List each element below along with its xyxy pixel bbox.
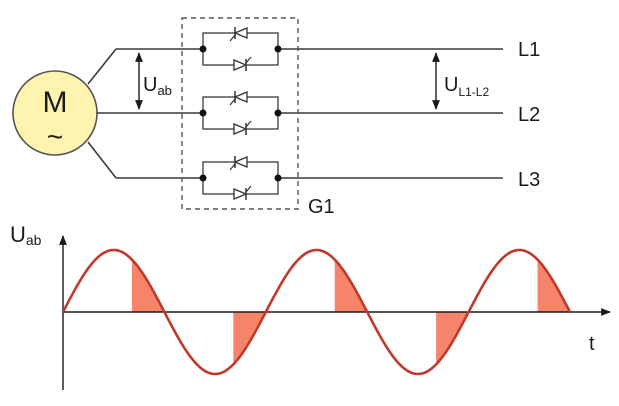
motor-leads bbox=[87, 48, 117, 179]
node-dot bbox=[274, 174, 282, 182]
thyristor-icon bbox=[233, 185, 252, 200]
thyristor-pair-l2 bbox=[199, 91, 282, 135]
thyristor-pair-l3 bbox=[199, 156, 282, 200]
motor-ac-symbol: ~ bbox=[47, 121, 63, 152]
line-label-l3: L3 bbox=[518, 169, 540, 191]
ul1l2-sub: L1-L2 bbox=[458, 85, 489, 99]
sine-wave bbox=[61, 248, 572, 376]
lead-l3 bbox=[87, 141, 117, 179]
motor-label: M bbox=[43, 86, 68, 119]
node-dot bbox=[199, 109, 207, 117]
y-axis-sub: ab bbox=[26, 232, 42, 248]
node-dot bbox=[274, 109, 282, 117]
node-dot bbox=[199, 45, 207, 53]
y-axis-label: Uab bbox=[10, 222, 42, 248]
ul1l2-label: UL1-L2 bbox=[444, 74, 489, 99]
lead-l1 bbox=[87, 48, 117, 85]
thyristor-icon bbox=[229, 91, 248, 106]
voltage-graph: Uab t bbox=[10, 222, 611, 390]
uab-label: Uab bbox=[143, 74, 172, 98]
thyristor-pair-l1 bbox=[199, 27, 282, 71]
x-axis-label: t bbox=[589, 333, 595, 355]
phase-wires bbox=[116, 48, 503, 179]
node-dot bbox=[274, 45, 282, 53]
thyristor-icon bbox=[229, 27, 248, 42]
thyristor-icon bbox=[229, 156, 248, 171]
line-label-l1: L1 bbox=[518, 39, 540, 61]
y-axis-main: U bbox=[10, 222, 26, 247]
controller-label: G1 bbox=[308, 196, 335, 218]
node-dot bbox=[199, 174, 207, 182]
line-label-l2: L2 bbox=[518, 104, 540, 126]
controller-box bbox=[181, 17, 299, 210]
thyristor-icon bbox=[233, 56, 252, 71]
motor: M ~ bbox=[12, 70, 98, 156]
uab-sub: ab bbox=[157, 83, 171, 98]
uab-main: U bbox=[143, 74, 157, 96]
thyristor-icon bbox=[233, 120, 252, 135]
ul1l2-main: U bbox=[444, 74, 458, 96]
